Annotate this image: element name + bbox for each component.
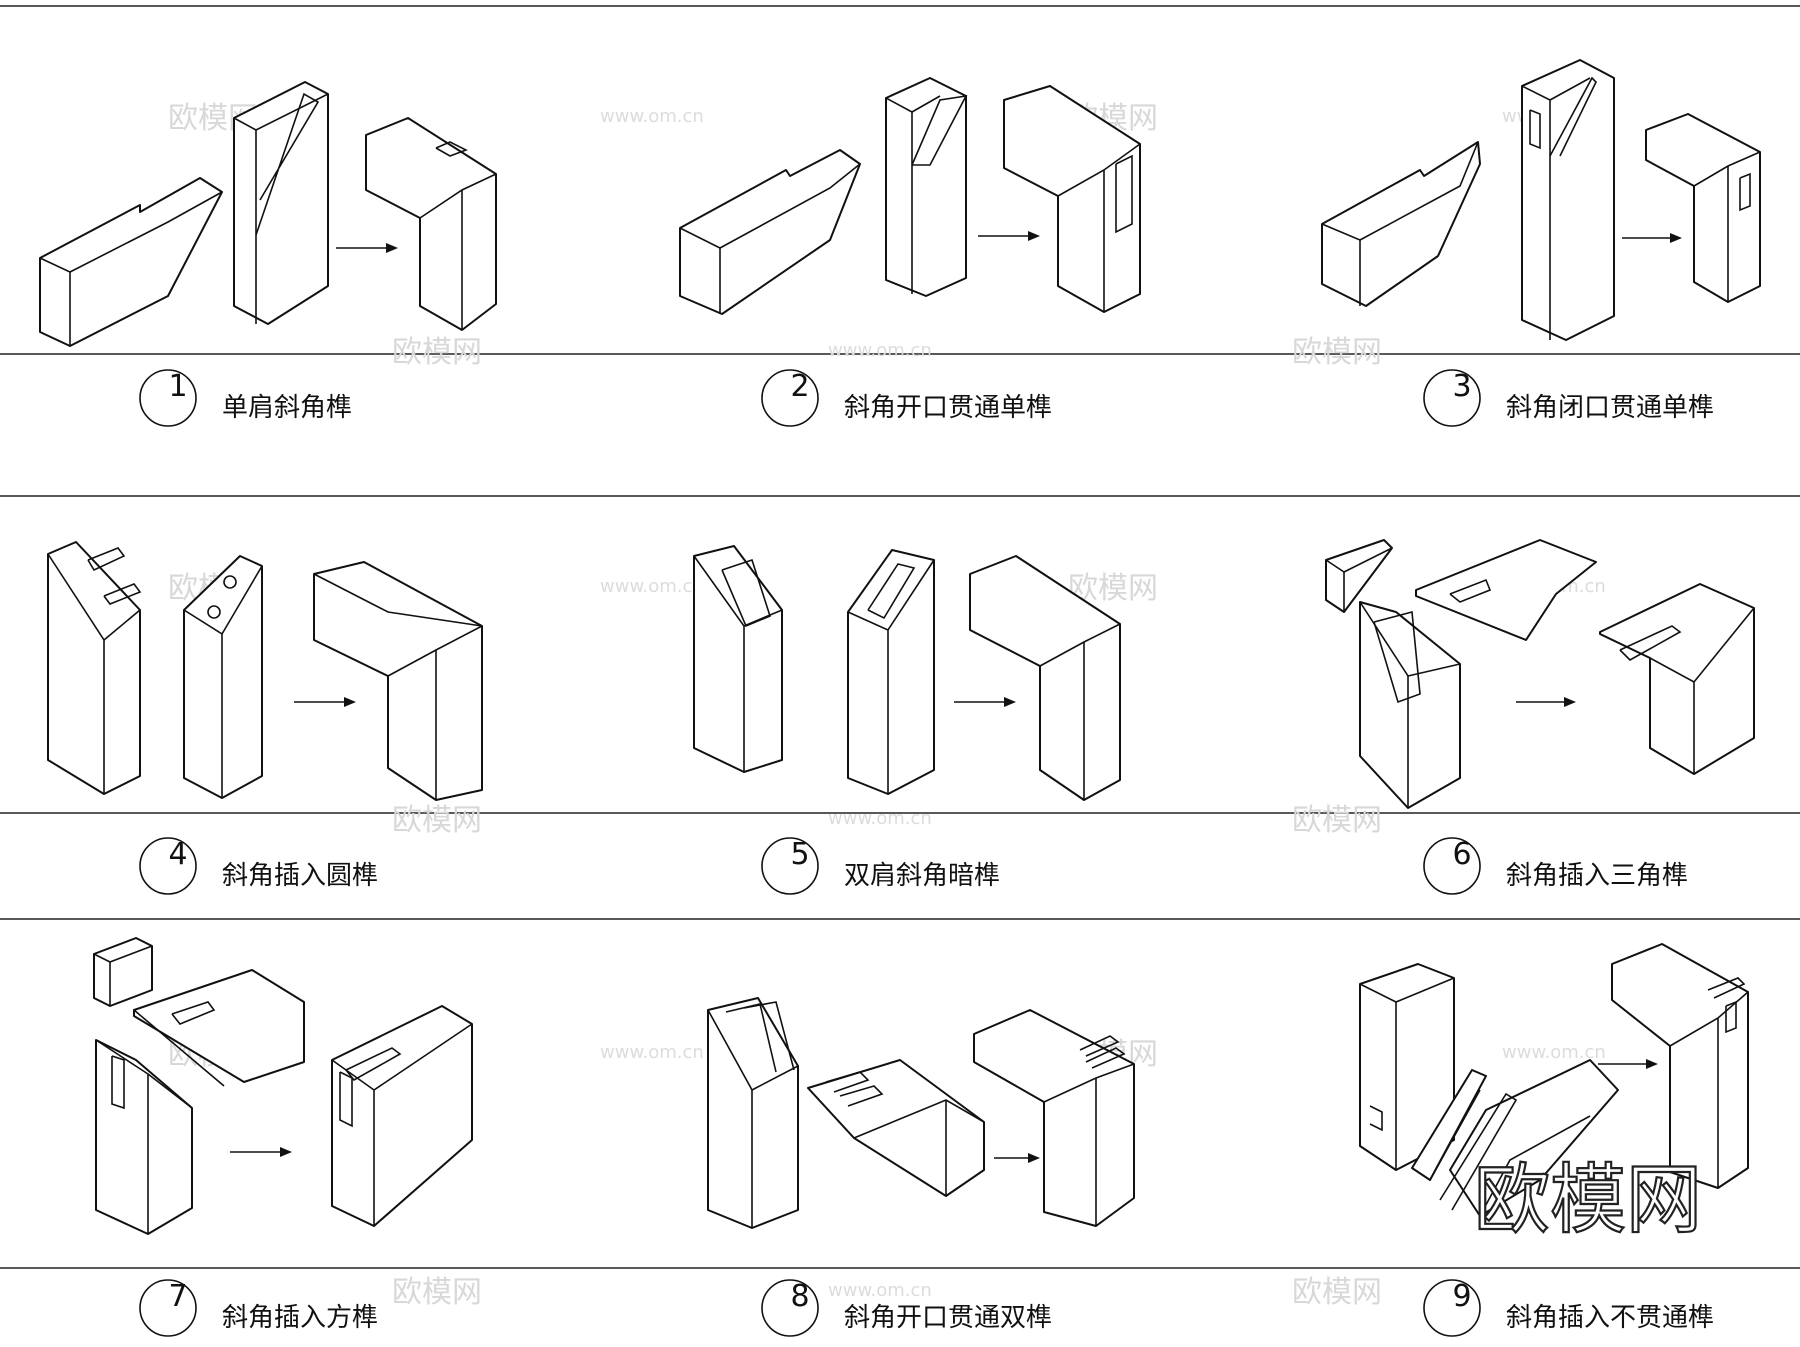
watermark-brand: 欧模网	[1292, 335, 1382, 370]
joint-caption: 斜角插入方榫	[222, 1303, 378, 1333]
joint-caption: 双肩斜角暗榫	[844, 861, 1000, 891]
joint-2-drawing	[680, 78, 1140, 314]
number-circle	[1424, 838, 1480, 894]
joint-caption: 斜角插入三角榫	[1506, 861, 1688, 891]
sheet-rules	[0, 6, 1800, 1268]
joint-number: 7	[168, 1279, 187, 1314]
joint-7-drawing	[94, 938, 472, 1234]
number-circle	[140, 1280, 196, 1336]
joint-3-drawing	[1322, 60, 1760, 340]
joint-number: 2	[790, 369, 809, 404]
watermark-brand: 欧模网	[1292, 1275, 1382, 1310]
watermark-url: www.om.cn	[828, 808, 932, 829]
joint-caption: 单肩斜角榫	[222, 393, 352, 423]
number-circle	[1424, 1280, 1480, 1336]
joint-number: 6	[1452, 837, 1471, 872]
watermark-brand-large: 欧模网	[1474, 1155, 1702, 1244]
number-circle	[140, 838, 196, 894]
number-circle	[762, 1280, 818, 1336]
joint-6-drawing	[1326, 540, 1754, 808]
watermark-brand: 欧模网	[392, 803, 482, 838]
joint-8-drawing	[708, 998, 1134, 1228]
joint-number: 5	[790, 837, 809, 872]
joint-number: 3	[1452, 369, 1471, 404]
joint-9-drawing: 欧模网	[1360, 944, 1748, 1245]
number-circle	[762, 370, 818, 426]
number-circle	[140, 370, 196, 426]
joint-5-drawing	[694, 546, 1120, 800]
watermark-url: www.om.cn	[600, 576, 704, 597]
watermark-brand: 欧模网	[392, 335, 482, 370]
watermark-url: www.om.cn	[600, 106, 704, 127]
joint-number: 9	[1452, 1279, 1471, 1314]
joint-number: 4	[168, 837, 187, 872]
joint-caption: 斜角插入不贯通榫	[1506, 1303, 1714, 1333]
joint-4-drawing	[48, 542, 482, 800]
watermark-url: www.om.cn	[1502, 1042, 1606, 1063]
joint-caption: 斜角插入圆榫	[222, 861, 378, 891]
watermark-url: www.om.cn	[600, 1042, 704, 1063]
watermark-url: www.om.cn	[828, 340, 932, 361]
joint-1-drawing	[40, 82, 496, 346]
number-circle	[762, 838, 818, 894]
joint-caption: 斜角闭口贯通单榫	[1506, 393, 1714, 423]
number-circle	[1424, 370, 1480, 426]
watermark-brand: 欧模网	[392, 1275, 482, 1310]
joint-caption: 斜角开口贯通单榫	[844, 393, 1052, 423]
joint-number: 8	[790, 1279, 809, 1314]
watermark-url: www.om.cn	[828, 1280, 932, 1301]
joint-number: 1	[168, 369, 187, 404]
joint-labels: 1 单肩斜角榫 2 斜角开口贯通单榫 3 斜角闭口贯通单榫 4 斜角插入圆榫 5…	[140, 369, 1714, 1336]
watermark-brand: 欧模网	[1292, 803, 1382, 838]
joint-caption: 斜角开口贯通双榫	[844, 1303, 1052, 1333]
